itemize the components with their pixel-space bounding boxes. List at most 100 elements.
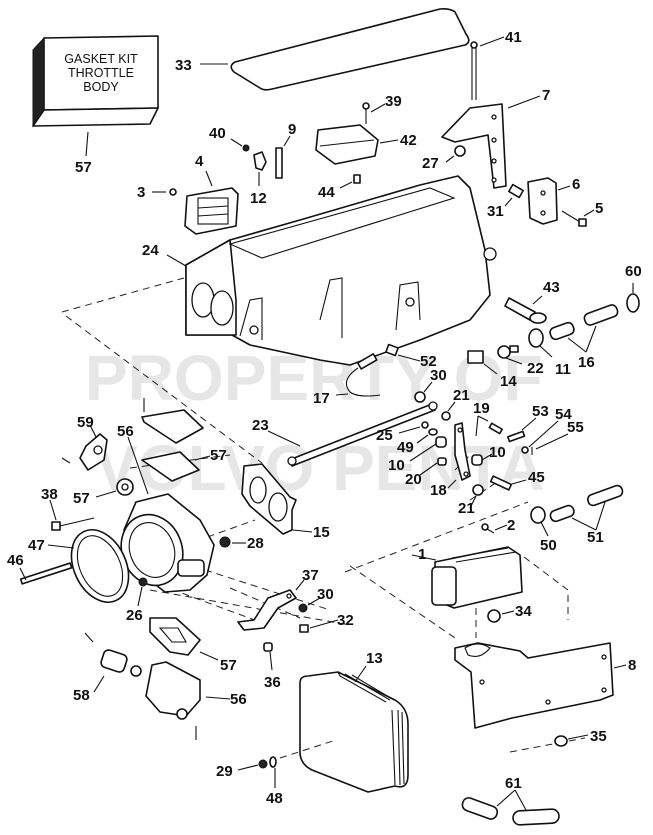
callout-31[interactable]: 31 — [487, 203, 504, 220]
callout-14[interactable]: 14 — [500, 373, 517, 390]
callout-11[interactable]: 11 — [555, 361, 571, 378]
callout-43[interactable]: 43 — [543, 279, 560, 296]
part-26-nut[interactable]: 26 — [126, 577, 148, 624]
callout-36[interactable]: 36 — [264, 674, 281, 691]
callout-41[interactable]: 41 — [505, 29, 522, 46]
part-9-clip[interactable]: 9 — [275, 121, 296, 179]
callout-37[interactable]: 37 — [302, 567, 319, 584]
callout-13[interactable]: 13 — [366, 650, 383, 667]
callout-56a[interactable]: 56 — [117, 423, 134, 440]
callout-57a[interactable]: 57 — [73, 490, 90, 507]
callout-34[interactable]: 34 — [515, 603, 532, 620]
part-45-fitting[interactable]: 45 — [489, 469, 545, 491]
part-20-bolt[interactable]: 20 — [405, 457, 447, 488]
part-33-cover-plate[interactable]: 33 — [175, 8, 470, 91]
part-38-bolt[interactable]: 38 — [41, 486, 95, 531]
part-10-bushing-right[interactable]: 10 — [471, 444, 506, 466]
callout-27[interactable]: 27 — [422, 155, 439, 172]
callout-45[interactable]: 45 — [528, 469, 545, 486]
part-1-control-module[interactable]: 1 — [411, 546, 523, 609]
part-6-block[interactable]: 6 — [527, 176, 580, 225]
part-24-intake-manifold[interactable]: 24 — [142, 175, 497, 366]
part-53-stud[interactable]: 53 — [506, 403, 549, 443]
callout-18[interactable]: 18 — [430, 482, 447, 499]
part-29-plug[interactable]: 29 — [216, 759, 268, 780]
part-14-elbow[interactable]: 14 — [467, 350, 517, 390]
part-23-rod[interactable]: 23 — [252, 401, 438, 467]
part-52-fitting[interactable]: 52 — [385, 343, 437, 370]
callout-51[interactable]: 51 — [587, 529, 604, 546]
part-58-valve[interactable]: 58 — [73, 632, 142, 704]
callout-8[interactable]: 8 — [628, 657, 636, 674]
part-30-nut-lower[interactable]: 30 — [298, 586, 334, 613]
part-4-ignition-module[interactable]: 4 — [184, 153, 239, 235]
part-27-nut[interactable]: 27 — [422, 145, 466, 172]
callout-54[interactable]: 54 — [555, 406, 572, 423]
callout-33[interactable]: 33 — [175, 57, 192, 74]
part-61-hoses[interactable]: 61 — [461, 775, 560, 826]
part-28-nut[interactable]: 28 — [219, 535, 264, 552]
part-15-gasket[interactable]: 15 — [241, 463, 330, 541]
part-39-screw[interactable]: 39 — [362, 93, 402, 124]
part-34-grommet[interactable]: 34 — [487, 603, 532, 623]
part-51-hoses[interactable]: 51 — [549, 484, 624, 546]
callout-61[interactable]: 61 — [505, 775, 522, 792]
callout-21b[interactable]: 21 — [458, 500, 475, 517]
part-46-stud[interactable]: 46 — [7, 552, 73, 585]
part-32-bolt[interactable]: 32 — [299, 612, 354, 633]
part-48-washer[interactable]: 48 — [266, 739, 337, 807]
callout-12[interactable]: 12 — [250, 190, 267, 207]
part-19-pin[interactable]: 19 — [473, 400, 503, 437]
callout-30a[interactable]: 30 — [430, 367, 447, 384]
part-12-clip[interactable]: 12 — [250, 151, 267, 207]
part-60-clamp[interactable]: 60 — [625, 263, 642, 313]
part-7-bracket[interactable]: 7 — [441, 87, 550, 189]
part-21-nut-lower[interactable]: 21 — [458, 484, 484, 517]
callout-30b[interactable]: 30 — [317, 586, 334, 603]
callout-10b[interactable]: 10 — [489, 444, 506, 461]
part-44-nut[interactable]: 44 — [318, 174, 361, 201]
callout-52[interactable]: 52 — [420, 353, 437, 370]
callout-24[interactable]: 24 — [142, 242, 159, 259]
part-30-nut[interactable]: 30 — [414, 367, 447, 403]
part-57-gasket-upper[interactable]: 57 — [141, 447, 227, 482]
part-11-clamp[interactable]: 11 — [528, 328, 571, 378]
part-throttle-cover-plate[interactable] — [141, 398, 204, 444]
part-36-bolt[interactable]: 36 — [263, 642, 281, 691]
callout-53[interactable]: 53 — [532, 403, 549, 420]
part-17-sensor[interactable]: 17 — [313, 353, 381, 407]
callout-2[interactable]: 2 — [507, 517, 515, 534]
callout-38[interactable]: 38 — [41, 486, 58, 503]
callout-4[interactable]: 4 — [195, 153, 204, 170]
gasket-kit-box[interactable]: GASKET KIT THROTTLE BODY 57 — [32, 35, 159, 176]
callout-59[interactable]: 59 — [77, 414, 94, 431]
callout-55[interactable]: 55 — [567, 419, 584, 436]
callout-1[interactable]: 1 — [418, 546, 426, 563]
callout-21a[interactable]: 21 — [453, 387, 470, 404]
part-37-bracket[interactable]: 37 — [237, 567, 319, 631]
part-5-bolt[interactable]: 5 — [561, 200, 603, 227]
part-2-screw[interactable]: 2 — [481, 517, 515, 534]
callout-16[interactable]: 16 — [578, 354, 595, 371]
callout-5[interactable]: 5 — [595, 200, 603, 217]
callout-60[interactable]: 60 — [625, 263, 642, 280]
callout-35[interactable]: 35 — [590, 728, 607, 745]
part-22-sensor[interactable]: 22 — [497, 345, 544, 377]
callout-25[interactable]: 25 — [376, 427, 393, 444]
part-43-sensor[interactable]: 43 — [504, 279, 560, 324]
callout-50[interactable]: 50 — [540, 537, 557, 554]
callout-10a[interactable]: 10 — [388, 457, 405, 474]
part-49-washer[interactable]: 49 — [397, 428, 438, 456]
callout-48[interactable]: 48 — [266, 790, 283, 807]
part-3-screw[interactable]: 3 — [137, 184, 177, 201]
part-35-grommet[interactable]: 35 — [554, 728, 607, 747]
part-13-cooler[interactable]: 13 — [299, 650, 409, 793]
part-16-hoses[interactable]: 16 — [549, 304, 619, 371]
callout-39[interactable]: 39 — [385, 93, 402, 110]
callout-9[interactable]: 9 — [288, 121, 296, 138]
callout-22[interactable]: 22 — [527, 360, 544, 377]
callout-29[interactable]: 29 — [216, 763, 233, 780]
callout-57b[interactable]: 57 — [210, 447, 227, 464]
part-8-mounting-plate[interactable]: 8 — [454, 642, 636, 729]
callout-49[interactable]: 49 — [397, 439, 414, 456]
